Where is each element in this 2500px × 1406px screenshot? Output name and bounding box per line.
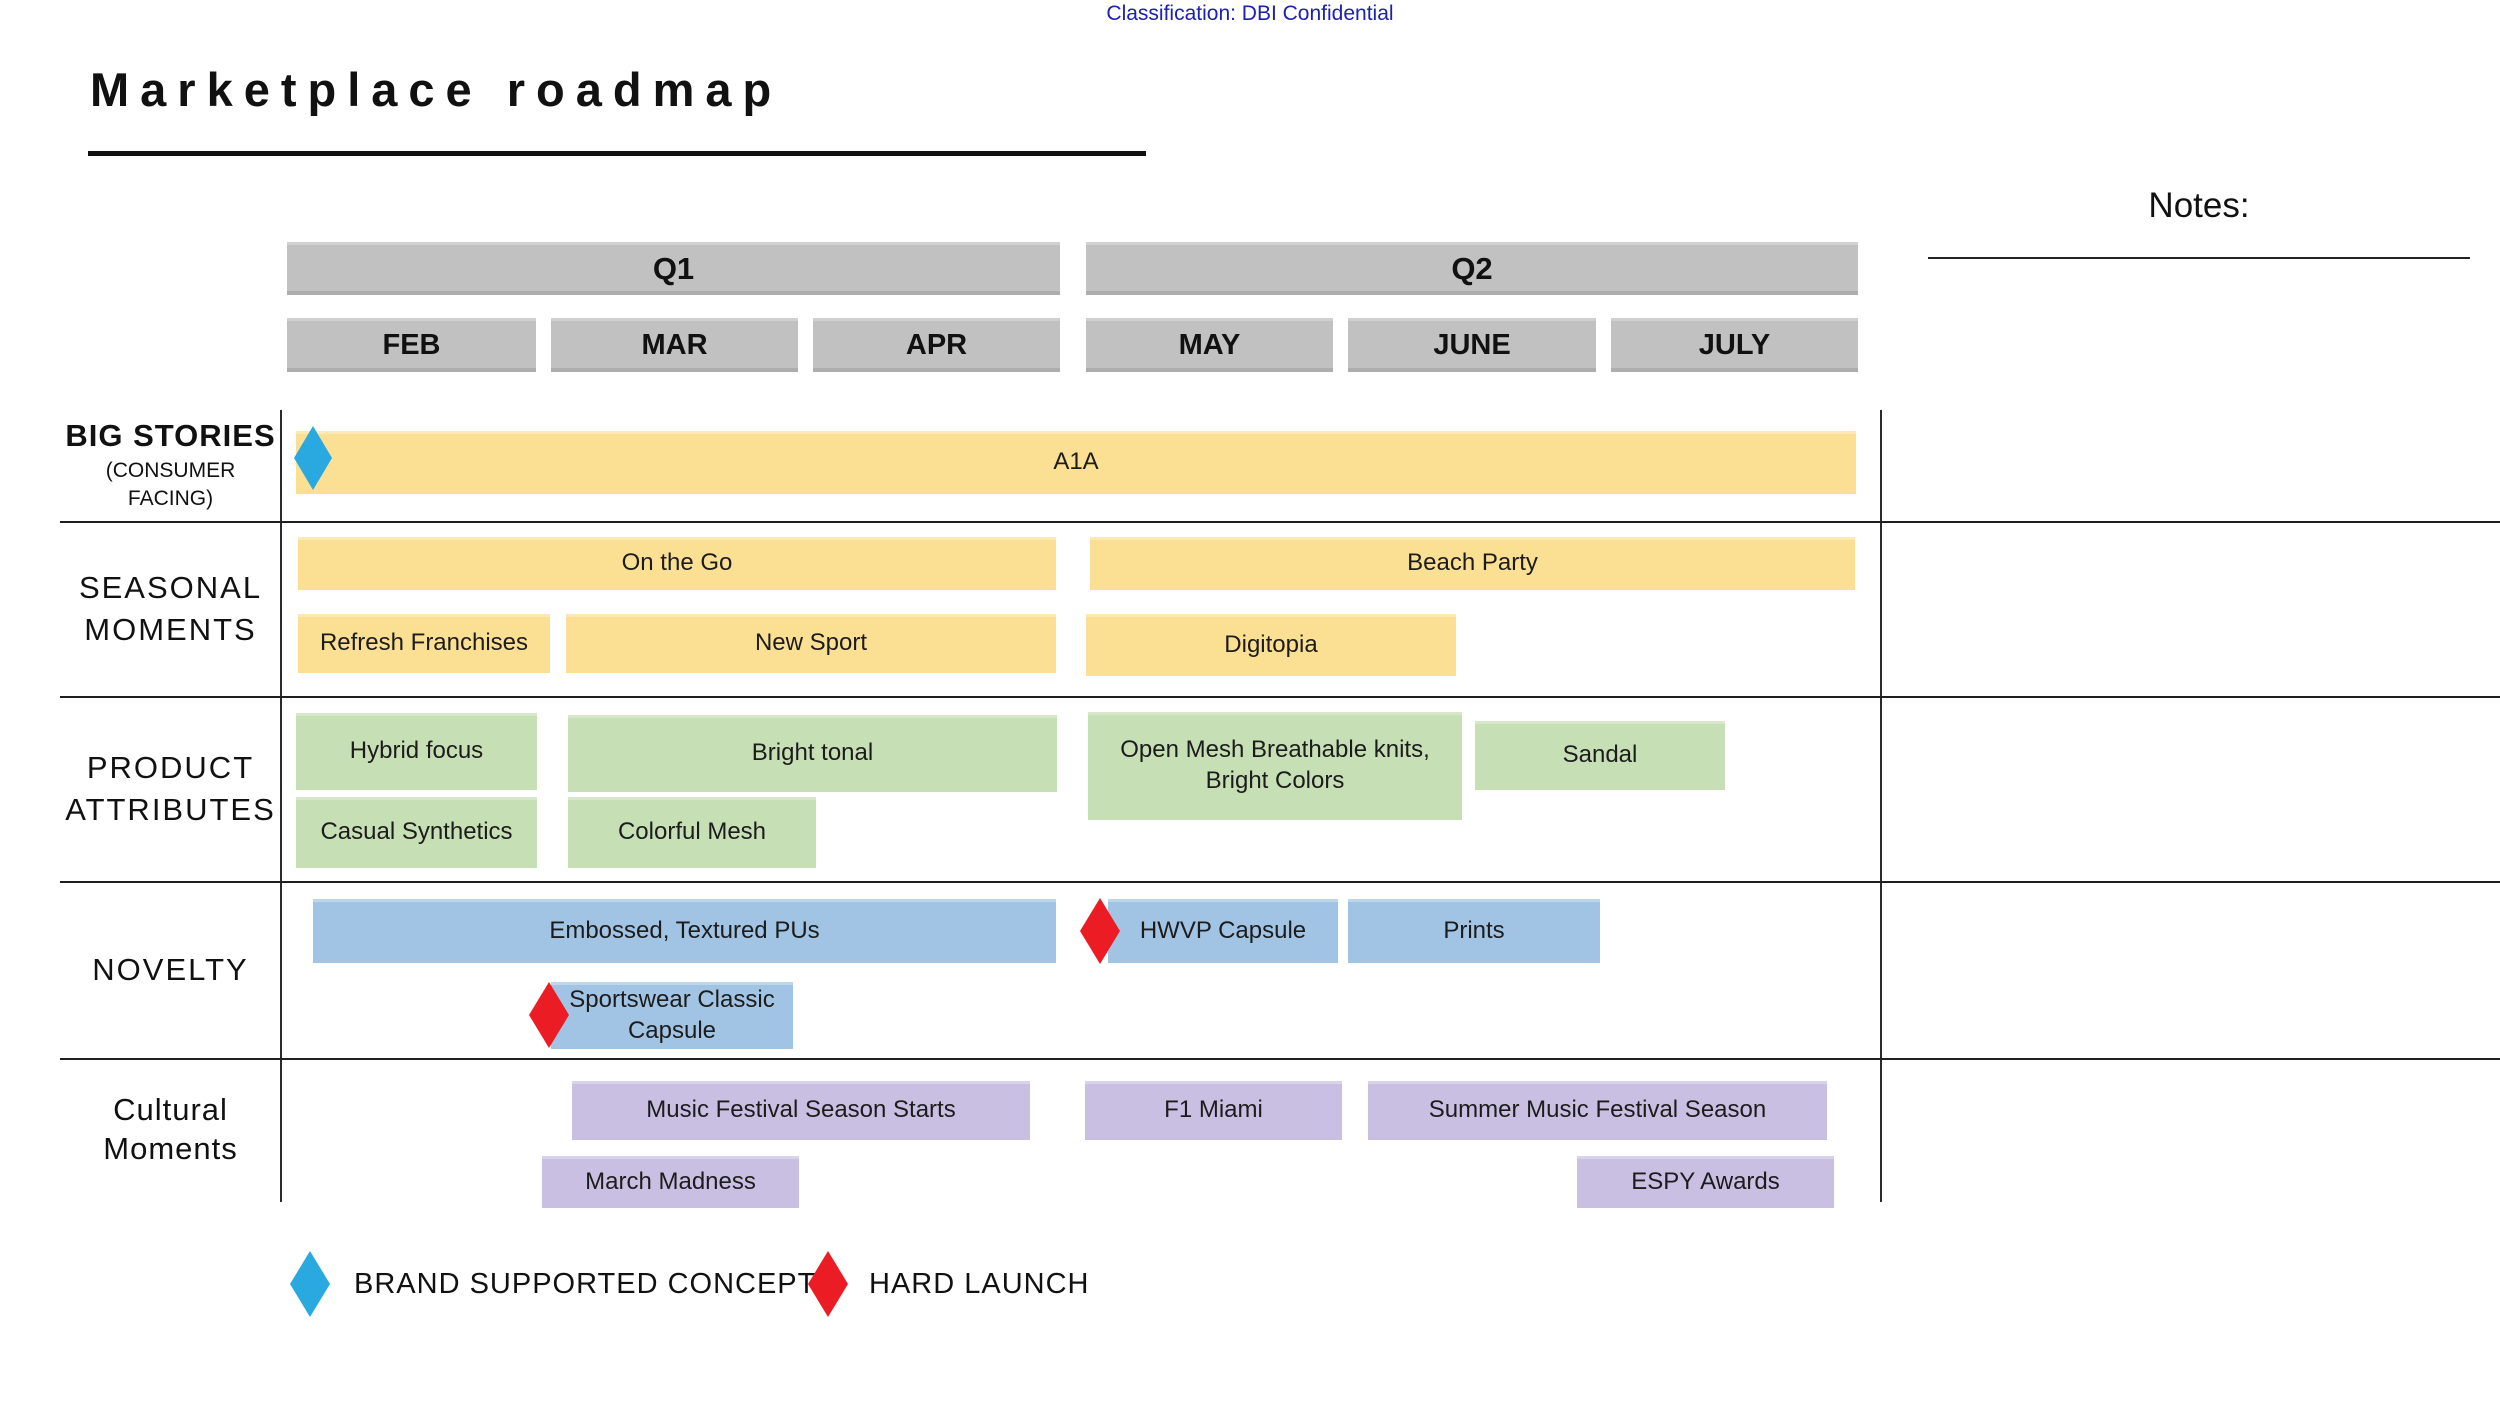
quarter-header-q2: Q2 bbox=[1086, 242, 1858, 295]
bar-f1-miami: F1 Miami bbox=[1085, 1081, 1342, 1140]
bar-sportswear-label: Sportswear Classic Capsule bbox=[569, 985, 775, 1044]
row-label-novelty: NOVELTY bbox=[60, 881, 281, 1058]
row-label-novelty-main: NOVELTY bbox=[92, 951, 249, 987]
bar-colorful-mesh-label: Colorful Mesh bbox=[617, 818, 767, 846]
title-underline bbox=[88, 151, 1146, 156]
bar-summer-music-festival-season: Summer Music Festival Season bbox=[1368, 1081, 1827, 1140]
bar-casual-synthetics-label: Casual Synthetics bbox=[320, 818, 513, 846]
bar-hybrid-focus-label: Hybrid focus bbox=[349, 737, 484, 765]
row-label-seasonal-line1: SEASONAL bbox=[78, 569, 263, 605]
bar-a1a: A1A bbox=[296, 431, 1856, 494]
bar-beach-party: Beach Party bbox=[1090, 537, 1855, 590]
row-label-product-line1: PRODUCT bbox=[86, 749, 255, 785]
row-label-cultural-line1: Cultural bbox=[113, 1092, 228, 1128]
bar-new-sport-label: New Sport bbox=[754, 629, 868, 657]
row-label-cultural-moments: Cultural Moments bbox=[60, 1058, 281, 1202]
bar-hybrid-focus: Hybrid focus bbox=[296, 713, 537, 790]
row-label-cultural-line2: Moments bbox=[103, 1131, 238, 1166]
bar-refresh-franchises: Refresh Franchises bbox=[298, 614, 550, 673]
bar-prints-label: Prints bbox=[1443, 916, 1505, 944]
row-label-big-stories-sub1: (CONSUMER bbox=[105, 458, 236, 482]
month-header-mar: MAR bbox=[551, 318, 798, 372]
month-header-june: JUNE bbox=[1348, 318, 1596, 372]
bar-hwvp-capsule-label: HWVP Capsule bbox=[1139, 916, 1307, 944]
bar-espy-awards-label: ESPY Awards bbox=[1631, 1167, 1780, 1195]
row-label-product-line2: ATTRIBUTES bbox=[65, 791, 276, 827]
row-label-seasonal-moments: SEASONAL MOMENTS bbox=[60, 521, 281, 696]
quarter-header-q1: Q1 bbox=[287, 242, 1060, 295]
notes-underline bbox=[1928, 257, 2470, 259]
bar-embossed-textured-pus: Embossed, Textured PUs bbox=[313, 899, 1056, 963]
bar-beach-party-label: Beach Party bbox=[1407, 549, 1538, 577]
month-header-apr: APR bbox=[813, 318, 1060, 372]
bar-on-the-go: On the Go bbox=[298, 537, 1056, 590]
bar-bright-tonal-label: Bright tonal bbox=[751, 739, 874, 767]
bar-music-festival-label: Music Festival Season Starts bbox=[646, 1096, 956, 1124]
legend-brand-supported-label: BRAND SUPPORTED CONCEPT bbox=[354, 1267, 817, 1300]
bar-digitopia-label: Digitopia bbox=[1224, 630, 1318, 658]
bar-f1-miami-label: F1 Miami bbox=[1164, 1096, 1263, 1124]
row-divider-4 bbox=[60, 1058, 2500, 1060]
notes-heading: Notes: bbox=[2148, 186, 2250, 225]
bar-march-madness: March Madness bbox=[542, 1156, 799, 1208]
bar-refresh-franchises-label: Refresh Franchises bbox=[319, 629, 529, 657]
bar-open-mesh-label: Open Mesh Breathable knits, Bright Color… bbox=[1120, 736, 1430, 794]
grid-vertical-left bbox=[280, 410, 282, 1202]
bar-sportswear-classic-capsule: Sportswear Classic Capsule bbox=[551, 982, 793, 1049]
legend-hard-launch-label: HARD LAUNCH bbox=[869, 1267, 1090, 1300]
bar-summer-music-label: Summer Music Festival Season bbox=[1428, 1096, 1767, 1124]
row-label-seasonal-line2: MOMENTS bbox=[84, 611, 257, 647]
legend-brand-supported-diamond-icon bbox=[290, 1251, 330, 1317]
bar-new-sport: New Sport bbox=[566, 614, 1056, 673]
bar-on-the-go-label: On the Go bbox=[621, 549, 733, 577]
bar-sandal-label: Sandal bbox=[1562, 741, 1638, 769]
row-label-big-stories-sub2: FACING) bbox=[127, 486, 214, 510]
bar-colorful-mesh: Colorful Mesh bbox=[568, 797, 816, 868]
row-label-big-stories: BIG STORIES (CONSUMER FACING) bbox=[60, 408, 281, 521]
bar-digitopia: Digitopia bbox=[1086, 614, 1456, 676]
bar-espy-awards: ESPY Awards bbox=[1577, 1156, 1834, 1208]
bar-hwvp-capsule: HWVP Capsule bbox=[1108, 899, 1338, 963]
bar-march-madness-label: March Madness bbox=[585, 1167, 756, 1195]
month-header-july: JULY bbox=[1611, 318, 1858, 372]
row-divider-1 bbox=[60, 521, 2500, 523]
page-title: Marketplace roadmap bbox=[90, 63, 783, 116]
row-divider-2 bbox=[60, 696, 2500, 698]
bar-casual-synthetics: Casual Synthetics bbox=[296, 797, 537, 868]
classification-banner: Classification: DBI Confidential bbox=[1106, 2, 1394, 25]
bar-sandal: Sandal bbox=[1475, 721, 1725, 790]
bar-music-festival-season-starts: Music Festival Season Starts bbox=[572, 1081, 1030, 1140]
row-label-big-stories-main: BIG STORIES bbox=[65, 417, 276, 453]
month-header-feb: FEB bbox=[287, 318, 536, 372]
month-header-may: MAY bbox=[1086, 318, 1333, 372]
bar-embossed-label: Embossed, Textured PUs bbox=[549, 916, 820, 944]
bar-a1a-label: A1A bbox=[1053, 448, 1099, 476]
grid-vertical-right bbox=[1880, 410, 1882, 1202]
bar-open-mesh-breathable-knits: Open Mesh Breathable knits, Bright Color… bbox=[1088, 712, 1462, 820]
row-divider-3 bbox=[60, 881, 2500, 883]
bar-prints: Prints bbox=[1348, 899, 1600, 963]
row-label-product-attributes: PRODUCT ATTRIBUTES bbox=[60, 696, 281, 881]
bar-bright-tonal: Bright tonal bbox=[568, 715, 1057, 792]
